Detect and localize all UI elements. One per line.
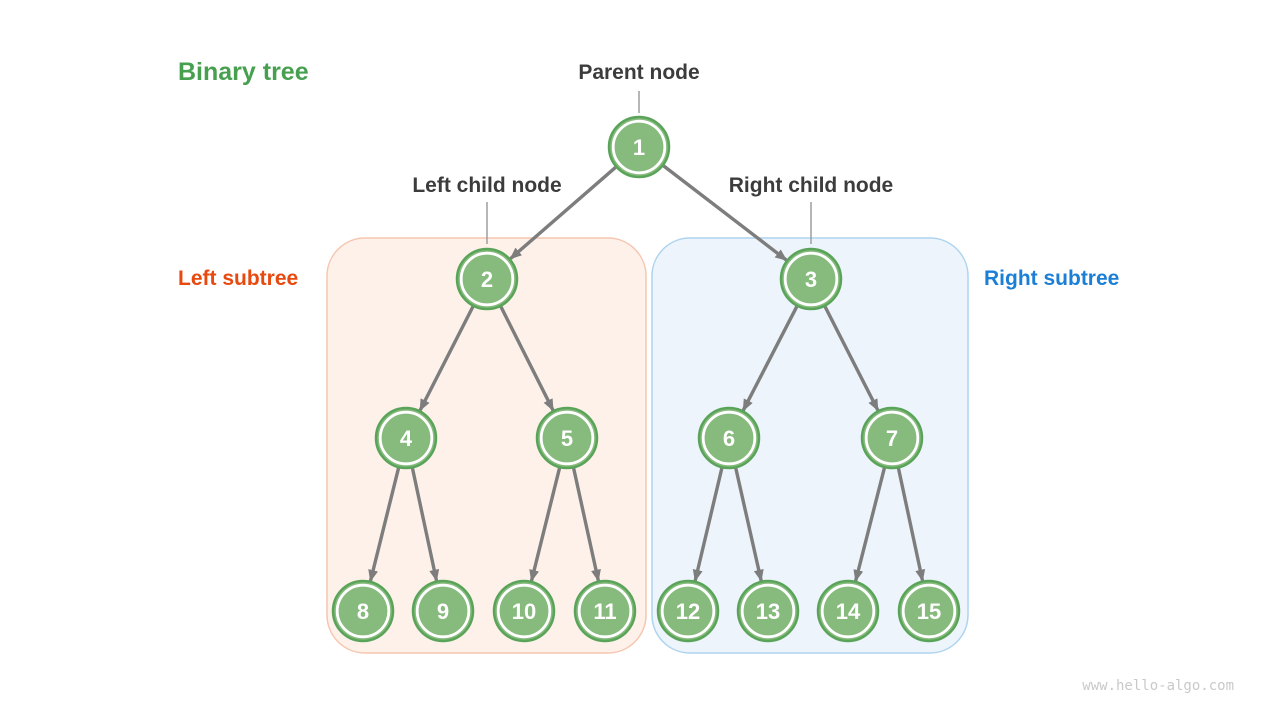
tree-edge-5-10: [529, 467, 562, 582]
tree-edge-4-9: [410, 467, 440, 582]
right-subtree-label: Right subtree: [984, 267, 1120, 290]
diagram-title: Binary tree: [178, 58, 309, 86]
tree-node-10: 10: [492, 579, 556, 643]
node-value: 5: [561, 426, 573, 451]
node-value: 12: [676, 599, 700, 624]
tree-node-6: 6: [697, 406, 761, 470]
node-value: 6: [723, 426, 735, 451]
tree-node-2: 2: [455, 247, 519, 311]
node-value: 10: [512, 599, 536, 624]
node-value: 1: [633, 135, 645, 160]
left-subtree-label: Left subtree: [178, 267, 299, 290]
parent-node-annotation: Parent node: [578, 61, 700, 84]
tree-node-13: 13: [736, 579, 800, 643]
tree-node-4: 4: [374, 406, 438, 470]
node-value: 2: [481, 267, 493, 292]
tree-edge-4-8: [368, 467, 401, 582]
node-value: 3: [805, 267, 817, 292]
node-value: 15: [917, 599, 941, 624]
tree-edge-7-15: [896, 467, 926, 582]
tree-node-1: 1: [607, 115, 671, 179]
tree-node-15: 15: [897, 579, 961, 643]
tree-node-5: 5: [535, 406, 599, 470]
tree-edge-1-3: [662, 164, 788, 262]
left-child-annotation: Left child node: [412, 174, 562, 197]
tree-edge-1-2: [509, 166, 617, 260]
tree-node-12: 12: [656, 579, 720, 643]
tree-edge-2-5: [499, 305, 555, 412]
node-value: 14: [836, 599, 861, 624]
tree-node-9: 9: [411, 579, 475, 643]
node-value: 9: [437, 599, 449, 624]
tree-node-3: 3: [779, 247, 843, 311]
tree-edge-5-11: [571, 467, 601, 582]
tree-node-7: 7: [860, 406, 924, 470]
right-child-annotation: Right child node: [728, 174, 894, 197]
tree-edge-6-12: [692, 467, 724, 582]
node-value: 4: [400, 426, 413, 451]
tree-edge-6-13: [734, 467, 764, 582]
watermark-text: www.hello-algo.com: [1082, 678, 1234, 694]
node-value: 8: [357, 599, 369, 624]
node-value: 13: [756, 599, 780, 624]
tree-node-14: 14: [816, 579, 880, 643]
tree-node-8: 8: [331, 579, 395, 643]
tree-node-11: 11: [573, 579, 637, 643]
node-value: 7: [886, 426, 898, 451]
node-value: 11: [593, 599, 616, 624]
tree-edge-2-4: [418, 305, 475, 412]
tree-edge-7-14: [853, 467, 887, 582]
right-subtree-region: [651, 237, 969, 654]
tree-edge-3-6: [741, 305, 799, 412]
tree-edge-3-7: [823, 305, 880, 412]
